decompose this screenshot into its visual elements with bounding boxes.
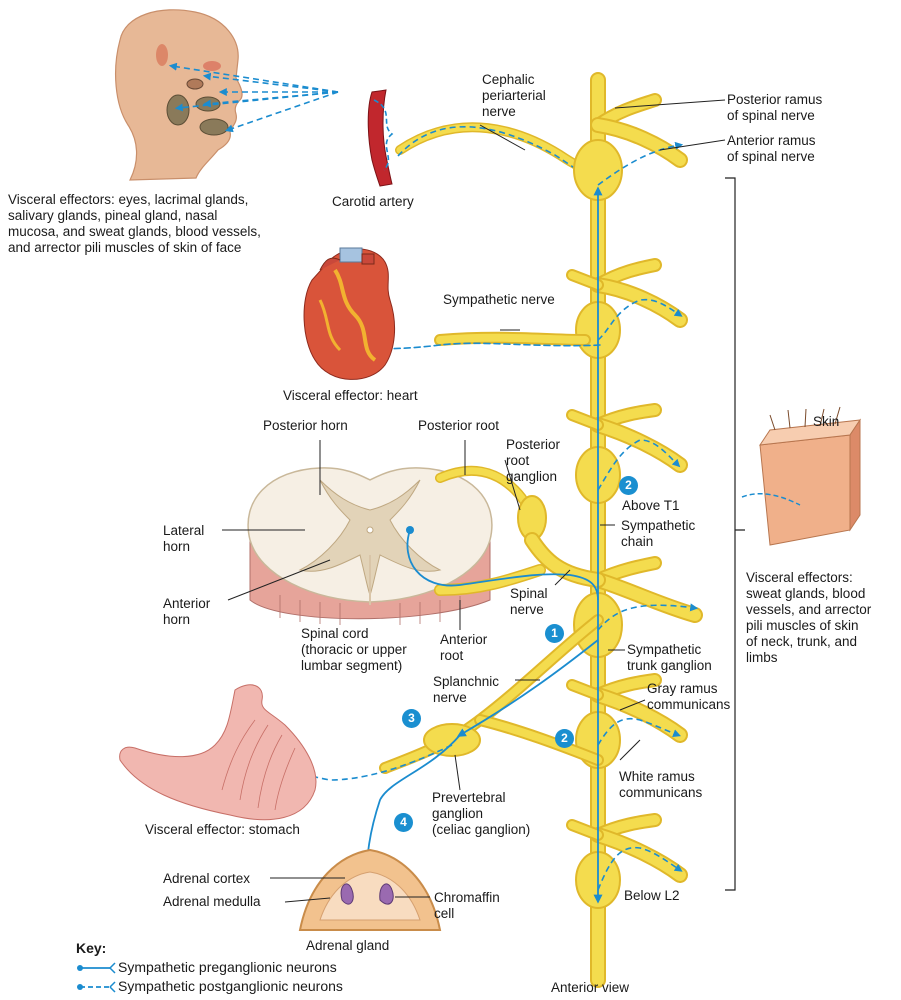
adrenal-cortex-label: Adrenal cortex [163,871,251,886]
anterior-horn-label: Anterior horn [163,596,211,627]
spinal-cord-illustration [247,467,493,625]
heart-illustration [303,247,395,380]
key-preganglionic: Sympathetic preganglionic neurons [76,958,337,976]
posterior-root-ganglion-label: Posterior root ganglion [506,437,561,484]
key-postganglionic: Sympathetic postganglionic neurons [76,977,343,995]
step-badge-2-lower: 2 [555,729,574,748]
sympathetic-nerve-heart [329,331,601,350]
above-t1-label: Above T1 [622,498,680,513]
below-l2-label: Below L2 [624,888,680,903]
sympathetic-chain-label: Sympathetic chain [621,518,696,549]
adrenal-gland-label: Adrenal gland [306,938,390,953]
step-badge-1: 1 [545,624,564,643]
stomach-illustration [119,684,317,821]
skin-illustration [741,406,862,546]
spinal-nerve-label: Spinal nerve [510,586,548,617]
skin-effectors-label: Visceral effectors: sweat glands, blood … [746,570,872,665]
key-title: Key: [76,940,107,956]
posterior-root-label: Posterior root [418,418,500,433]
sympathetic-trunk-ganglion-label: Sympathetic trunk ganglion [627,642,712,673]
step-badge-3: 3 [402,709,421,728]
step-badge-2-upper: 2 [619,476,638,495]
carotid-artery [367,89,394,187]
posterior-horn-label: Posterior horn [263,418,348,433]
postganglionic-line-icon [77,981,116,993]
gray-ramus-label: Gray ramus communicans [647,681,731,712]
sympathetic-nerve-label: Sympathetic nerve [443,292,555,307]
head-postganglionic-fibers [168,62,339,133]
posterior-ramus-label: Posterior ramus of spinal nerve [727,92,823,123]
chromaffin-cell-label: Chromaffin cell [434,890,500,921]
leader-lines [222,99,726,903]
nerve-roots [434,465,606,596]
skin-effector-bracket [725,177,745,891]
face-effectors-label: Visceral effectors: eyes, lacrimal gland… [8,192,261,255]
skin-label: Skin [813,414,840,429]
white-ramus-label: White ramus communicans [619,769,703,800]
lateral-horn-label: Lateral horn [163,523,205,554]
carotid-artery-label: Carotid artery [332,194,414,209]
stomach-effector-label: Visceral effector: stomach [145,822,300,837]
prevertebral-ganglion-label: Prevertebral ganglion (celiac ganglion) [432,790,531,837]
adrenal-gland-illustration [298,848,442,931]
anterior-ramus-label: Anterior ramus of spinal nerve [727,133,816,164]
anterior-view-label: Anterior view [551,980,630,995]
spinal-cord-label: Spinal cord (thoracic or upper lumbar se… [301,626,407,673]
anterior-root-label: Anterior root [440,632,488,663]
splanchnic-nerve-label: Splanchnic nerve [433,674,500,705]
adrenal-medulla-label: Adrenal medulla [163,894,261,909]
cephalic-label: Cephalic periarterial nerve [482,72,546,119]
step-badge-4: 4 [394,813,413,832]
key-postganglionic-text: Sympathetic postganglionic neurons [118,978,343,994]
key-preganglionic-text: Sympathetic preganglionic neurons [118,959,337,975]
preganglionic-line-icon [77,962,116,974]
heart-effector-label: Visceral effector: heart [283,388,418,403]
head-illustration [115,9,243,181]
